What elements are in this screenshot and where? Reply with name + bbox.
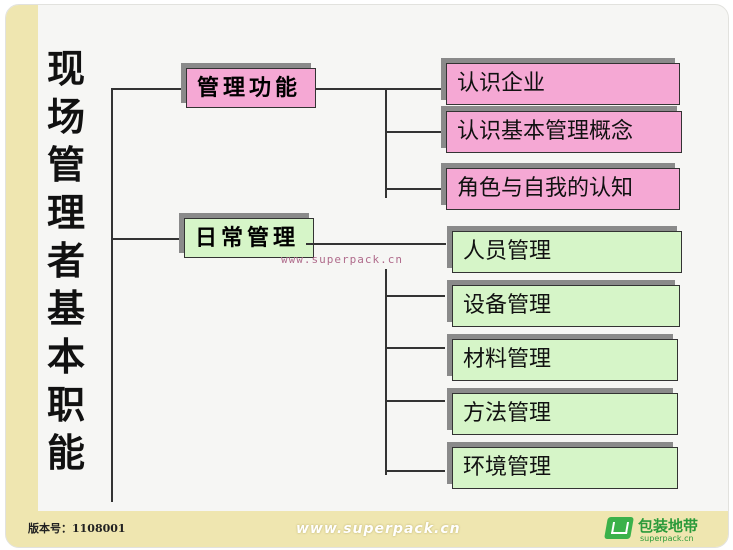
connector-2 xyxy=(306,243,446,245)
vertical-2 xyxy=(385,269,387,475)
item-box: 环境管理 xyxy=(452,447,678,489)
category-box-daily-management: 日常管理 xyxy=(184,218,314,258)
version-label: 版本号：1108001 xyxy=(28,522,126,535)
logo-subtext: superpack.cn xyxy=(640,534,694,543)
tick-2-1 xyxy=(385,295,445,297)
tick-1-2 xyxy=(385,131,445,133)
tick-2-2 xyxy=(385,347,445,349)
box-icon xyxy=(604,517,634,539)
item-box: 方法管理 xyxy=(452,393,678,435)
branch-line-1 xyxy=(111,88,181,90)
left-band xyxy=(6,5,38,547)
item-label: 设备管理 xyxy=(463,293,552,318)
item-label: 环境管理 xyxy=(463,455,552,480)
item-box: 认识企业 xyxy=(446,63,680,105)
tick-1-3 xyxy=(385,188,445,190)
item-box: 设备管理 xyxy=(452,285,680,327)
connector-1 xyxy=(315,88,385,90)
item-box: 人员管理 xyxy=(452,231,682,273)
item-box: 认识基本管理概念 xyxy=(446,111,682,153)
slide: 现场管理者基本职能 管理功能 认识企业 认识基本管理概念 角色与自我的认知 日常… xyxy=(5,4,729,548)
tick-1-1 xyxy=(385,88,445,90)
watermark-text: www.superpack.cn xyxy=(281,253,403,266)
slide-title: 现场管理者基本职能 xyxy=(46,46,85,475)
item-label: 材料管理 xyxy=(463,347,552,372)
tick-2-4 xyxy=(385,470,445,472)
logo-text: 包装地带 xyxy=(638,517,699,535)
footer-url: www.superpack.cn xyxy=(296,521,461,537)
item-label: 人员管理 xyxy=(463,239,552,264)
item-label: 方法管理 xyxy=(463,401,552,426)
item-label: 认识企业 xyxy=(457,71,546,96)
tick-2-3 xyxy=(385,400,445,402)
trunk-line xyxy=(111,88,113,502)
item-label: 认识基本管理概念 xyxy=(457,119,634,144)
brand-logo: 包装地带 superpack.cn xyxy=(604,515,716,545)
item-box: 材料管理 xyxy=(452,339,678,381)
category-label: 管理功能 xyxy=(197,75,302,101)
branch-line-2 xyxy=(111,238,181,240)
item-label: 角色与自我的认知 xyxy=(457,176,634,201)
item-box: 角色与自我的认知 xyxy=(446,168,680,210)
category-box-management-functions: 管理功能 xyxy=(186,68,316,108)
vertical-1 xyxy=(385,88,387,198)
category-label: 日常管理 xyxy=(195,225,300,251)
